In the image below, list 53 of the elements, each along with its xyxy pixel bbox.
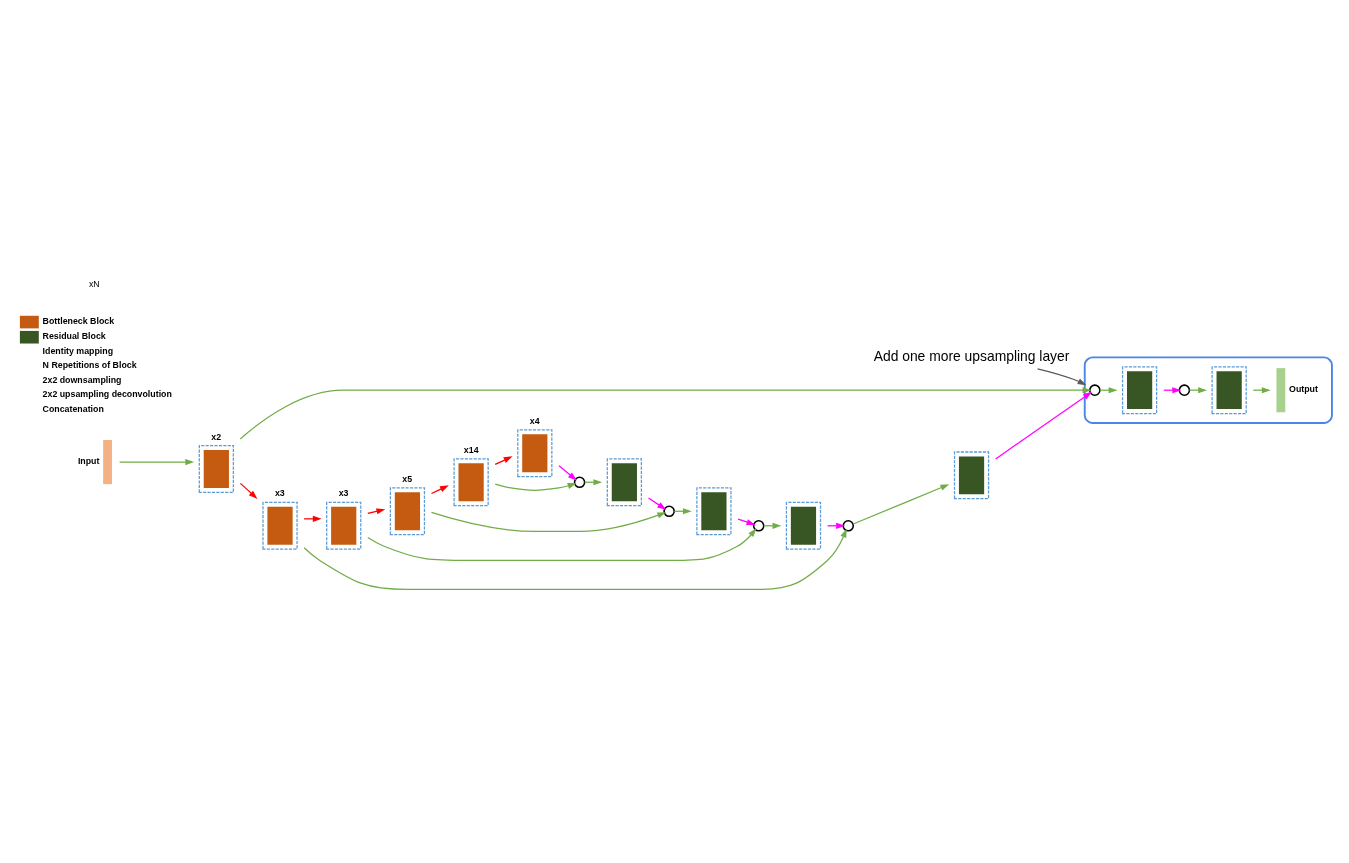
node-bar	[262, 501, 298, 550]
arrow	[494, 456, 513, 466]
arrow	[852, 484, 950, 525]
legend-label: N Repetitions of Block	[42, 360, 137, 371]
node-label: Output	[1289, 383, 1318, 394]
arrow	[367, 508, 386, 515]
node-circle	[752, 519, 765, 532]
node-bar	[696, 487, 732, 536]
legend-label: Bottleneck Block	[42, 315, 115, 326]
arrow	[119, 459, 195, 466]
arrow	[430, 485, 449, 495]
legend-label: Identity mapping	[42, 345, 114, 356]
arrow	[303, 528, 847, 591]
node-box	[1276, 368, 1286, 413]
node-label: Input	[77, 455, 100, 466]
arrow	[995, 391, 1092, 460]
label: xN	[88, 279, 100, 290]
node-bar	[389, 487, 426, 536]
legend-label: 2x2 downsampling	[42, 374, 122, 385]
node-bar	[1121, 366, 1158, 415]
node-label: x2	[211, 431, 222, 442]
legend-label: Concatenation	[42, 403, 104, 414]
node-text: Add one more upsampling layer	[873, 347, 1070, 364]
node-circle	[1178, 384, 1191, 397]
node-box	[103, 440, 112, 485]
node-bar	[785, 501, 822, 550]
node-label: x3	[274, 488, 285, 499]
node-label: x5	[402, 473, 413, 484]
arrow	[647, 497, 667, 510]
node-circle	[663, 505, 675, 518]
node-bar	[606, 458, 642, 507]
node-label: x3	[338, 488, 349, 499]
arrow	[367, 528, 757, 562]
arrow	[558, 465, 577, 481]
legend-label: 2x2 upsampling deconvolution	[42, 389, 172, 400]
node-bar	[326, 501, 362, 550]
arrow	[1036, 368, 1087, 386]
node-label: x4	[529, 415, 540, 426]
arrow	[239, 387, 1092, 440]
arrow	[737, 518, 756, 526]
node-circle	[1089, 384, 1101, 397]
node-circle	[573, 476, 586, 489]
arrow	[430, 511, 667, 533]
node-bar	[453, 458, 489, 507]
node-bar	[1211, 366, 1247, 415]
node-bar	[953, 451, 990, 500]
arrow	[494, 483, 577, 491]
arrow	[239, 482, 258, 499]
legend-label: Residual Block	[42, 330, 106, 341]
node-bar	[198, 445, 234, 493]
node-label: x14	[463, 444, 479, 455]
node-circle	[842, 519, 855, 532]
node-bar	[517, 429, 553, 478]
